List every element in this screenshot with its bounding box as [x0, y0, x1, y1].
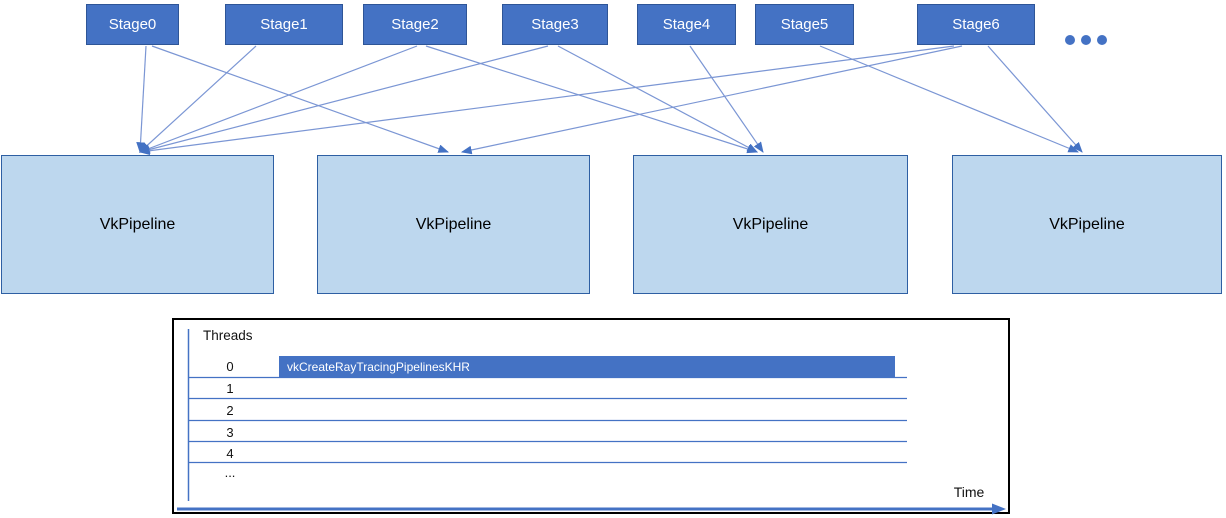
timeline-panel: Threads 0 1 2 3 4... vkCreateRayTracingPipel…	[172, 318, 1010, 514]
timeline-header-label: Threads	[203, 328, 253, 343]
arrow-stage2-to-pipeline-3	[425, 45, 759, 154]
stage-to-pipeline-connectors	[136, 45, 1083, 156]
arrow-stage6-to-pipeline-4	[987, 45, 1083, 153]
arrow-stage1-to-pipeline-1	[139, 45, 257, 153]
arrow-stage6-to-pipeline-1	[138, 45, 955, 156]
arrow-stage3-to-pipeline-1	[138, 45, 549, 154]
arrow-stage6-to-pipeline-2	[460, 45, 963, 155]
stage-box-stage2: Stage2	[363, 4, 467, 45]
arrow-stage0-to-pipeline-2	[151, 45, 450, 153]
arrow-stage2-to-pipeline-1	[138, 45, 418, 153]
arrow-stage0-to-pipeline-1	[136, 45, 147, 154]
stage-box-stage1: Stage1	[225, 4, 343, 45]
thread-row-label-1: 1	[226, 381, 234, 396]
stage-box-stage6: Stage6	[917, 4, 1035, 45]
thread-row-label-more: ...	[224, 465, 236, 480]
pipeline-box-2: VkPipeline	[317, 155, 590, 294]
more-stages-ellipsis-icon	[1065, 35, 1107, 45]
timeline-bar: vkCreateRayTracingPipelinesKHR	[279, 356, 895, 378]
pipeline-box-3: VkPipeline	[633, 155, 908, 294]
stage-box-stage3: Stage3	[502, 4, 608, 45]
pipeline-box-4: VkPipeline	[952, 155, 1222, 294]
stage-box-stage0: Stage0	[86, 4, 179, 45]
stage-box-stage5: Stage5	[755, 4, 854, 45]
stage-box-stage4: Stage4	[637, 4, 736, 45]
timeline-bar-label: vkCreateRayTracingPipelinesKHR	[287, 360, 470, 374]
thread-row-label-4: 4	[226, 446, 234, 461]
thread-row-label-3: 3	[226, 425, 234, 440]
time-axis-label: Time	[953, 484, 985, 500]
thread-row-label-2: 2	[226, 403, 234, 418]
arrow-stage4-to-pipeline-3	[689, 45, 764, 153]
thread-row-label-0: 0	[226, 359, 234, 374]
pipeline-box-1: VkPipeline	[1, 155, 274, 294]
arrow-stage5-to-pipeline-4	[819, 45, 1079, 153]
arrow-stage3-to-pipeline-3	[557, 45, 758, 153]
